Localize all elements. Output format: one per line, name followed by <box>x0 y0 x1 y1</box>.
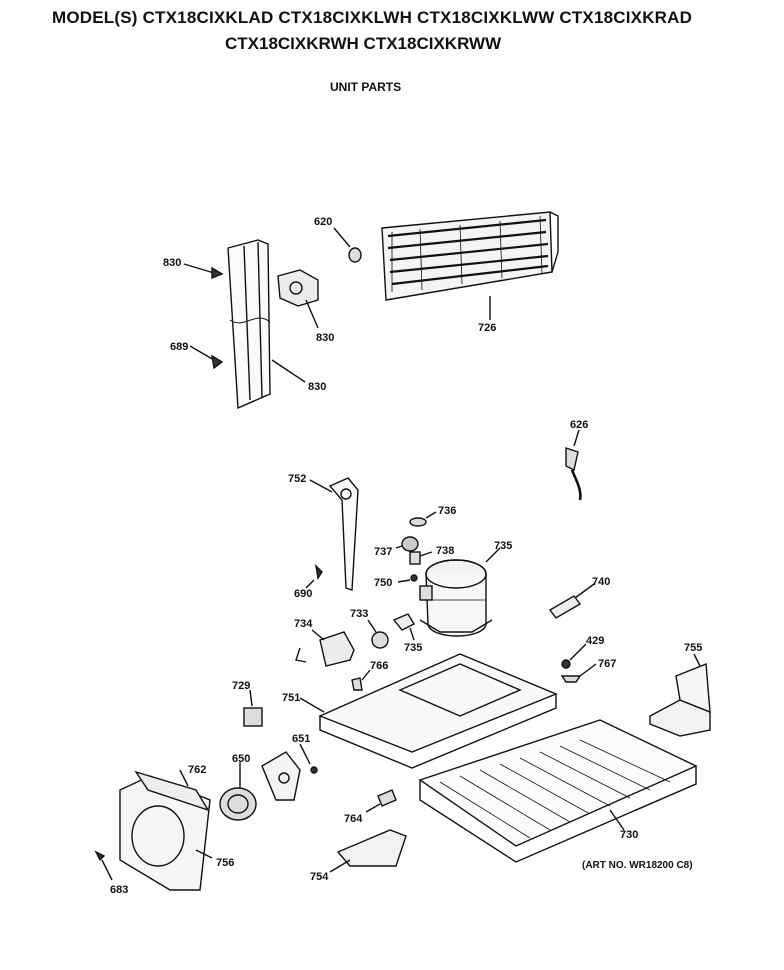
sleeve-part <box>409 551 433 565</box>
callout-737: 737 <box>374 546 392 558</box>
callout-683: 683 <box>110 884 128 896</box>
callout-429: 429 <box>586 635 604 647</box>
callout-689: 689 <box>170 341 188 353</box>
callout-740: 740 <box>592 576 610 588</box>
model-list-line-2: CTX18CIXKRWH CTX18CIXKRWW <box>225 34 502 53</box>
callout-735: 735 <box>494 540 512 552</box>
callout-626: 626 <box>570 419 588 431</box>
callout-754: 754 <box>310 871 329 883</box>
screw-part <box>305 563 323 589</box>
clip-part <box>397 574 418 583</box>
clip-part <box>243 689 263 727</box>
relay-part <box>277 269 319 329</box>
callout-762: 762 <box>188 764 206 776</box>
section-title: UNIT PARTS <box>330 80 402 94</box>
callout-830: 830 <box>308 381 326 393</box>
model-list-line-1: MODEL(S) CTX18CIXKLAD CTX18CIXKLWH CTX18… <box>52 8 693 27</box>
callout-620: 620 <box>314 216 332 228</box>
leader-line <box>271 359 306 383</box>
mounting-bracket-part <box>183 239 271 410</box>
callout-650: 650 <box>232 753 250 765</box>
callout-751: 751 <box>282 692 300 704</box>
relay-part <box>295 629 355 667</box>
condenser-grid-part <box>418 719 698 863</box>
fan-shroud-part <box>119 769 213 891</box>
grommet-part <box>409 511 437 527</box>
callout-733: 733 <box>350 608 368 620</box>
clip-part <box>548 583 595 619</box>
grommet-part <box>333 227 362 263</box>
callout-735: 735 <box>404 642 422 654</box>
clip-part <box>365 789 397 813</box>
screw-part <box>94 850 113 881</box>
power-cord-part <box>565 429 582 501</box>
callout-726: 726 <box>478 322 496 334</box>
art-number: (ART NO. WR18200 C8) <box>582 860 693 871</box>
grommet-part <box>351 669 371 691</box>
fan-motor-part <box>219 762 257 821</box>
callout-767: 767 <box>598 658 616 670</box>
callout-651: 651 <box>292 733 310 745</box>
drain-bracket-part <box>649 653 711 737</box>
screw-part <box>189 345 224 370</box>
fan-blade-part <box>261 743 318 801</box>
callout-750: 750 <box>374 577 392 589</box>
callout-738: 738 <box>436 545 454 557</box>
callout-830: 830 <box>316 332 334 344</box>
overload-part <box>367 619 389 649</box>
callout-830: 830 <box>163 257 181 269</box>
callout-764: 764 <box>344 813 363 825</box>
base-pan-part <box>299 653 558 769</box>
callout-734: 734 <box>294 618 313 630</box>
clip-part <box>560 663 597 683</box>
callout-736: 736 <box>438 505 456 517</box>
washer-part <box>395 536 419 552</box>
callout-755: 755 <box>684 642 702 654</box>
callout-752: 752 <box>288 473 306 485</box>
callout-730: 730 <box>620 829 638 841</box>
callout-729: 729 <box>232 680 250 692</box>
callout-690: 690 <box>294 588 312 600</box>
drain-pan-part <box>329 829 407 873</box>
compressor-part <box>419 547 501 637</box>
condenser-coil-part <box>381 211 559 301</box>
screw-part <box>561 643 587 669</box>
terminal-cover-part <box>392 613 415 641</box>
callout-766: 766 <box>370 660 388 672</box>
callout-756: 756 <box>216 857 234 869</box>
compressor-bracket-part <box>309 477 359 591</box>
